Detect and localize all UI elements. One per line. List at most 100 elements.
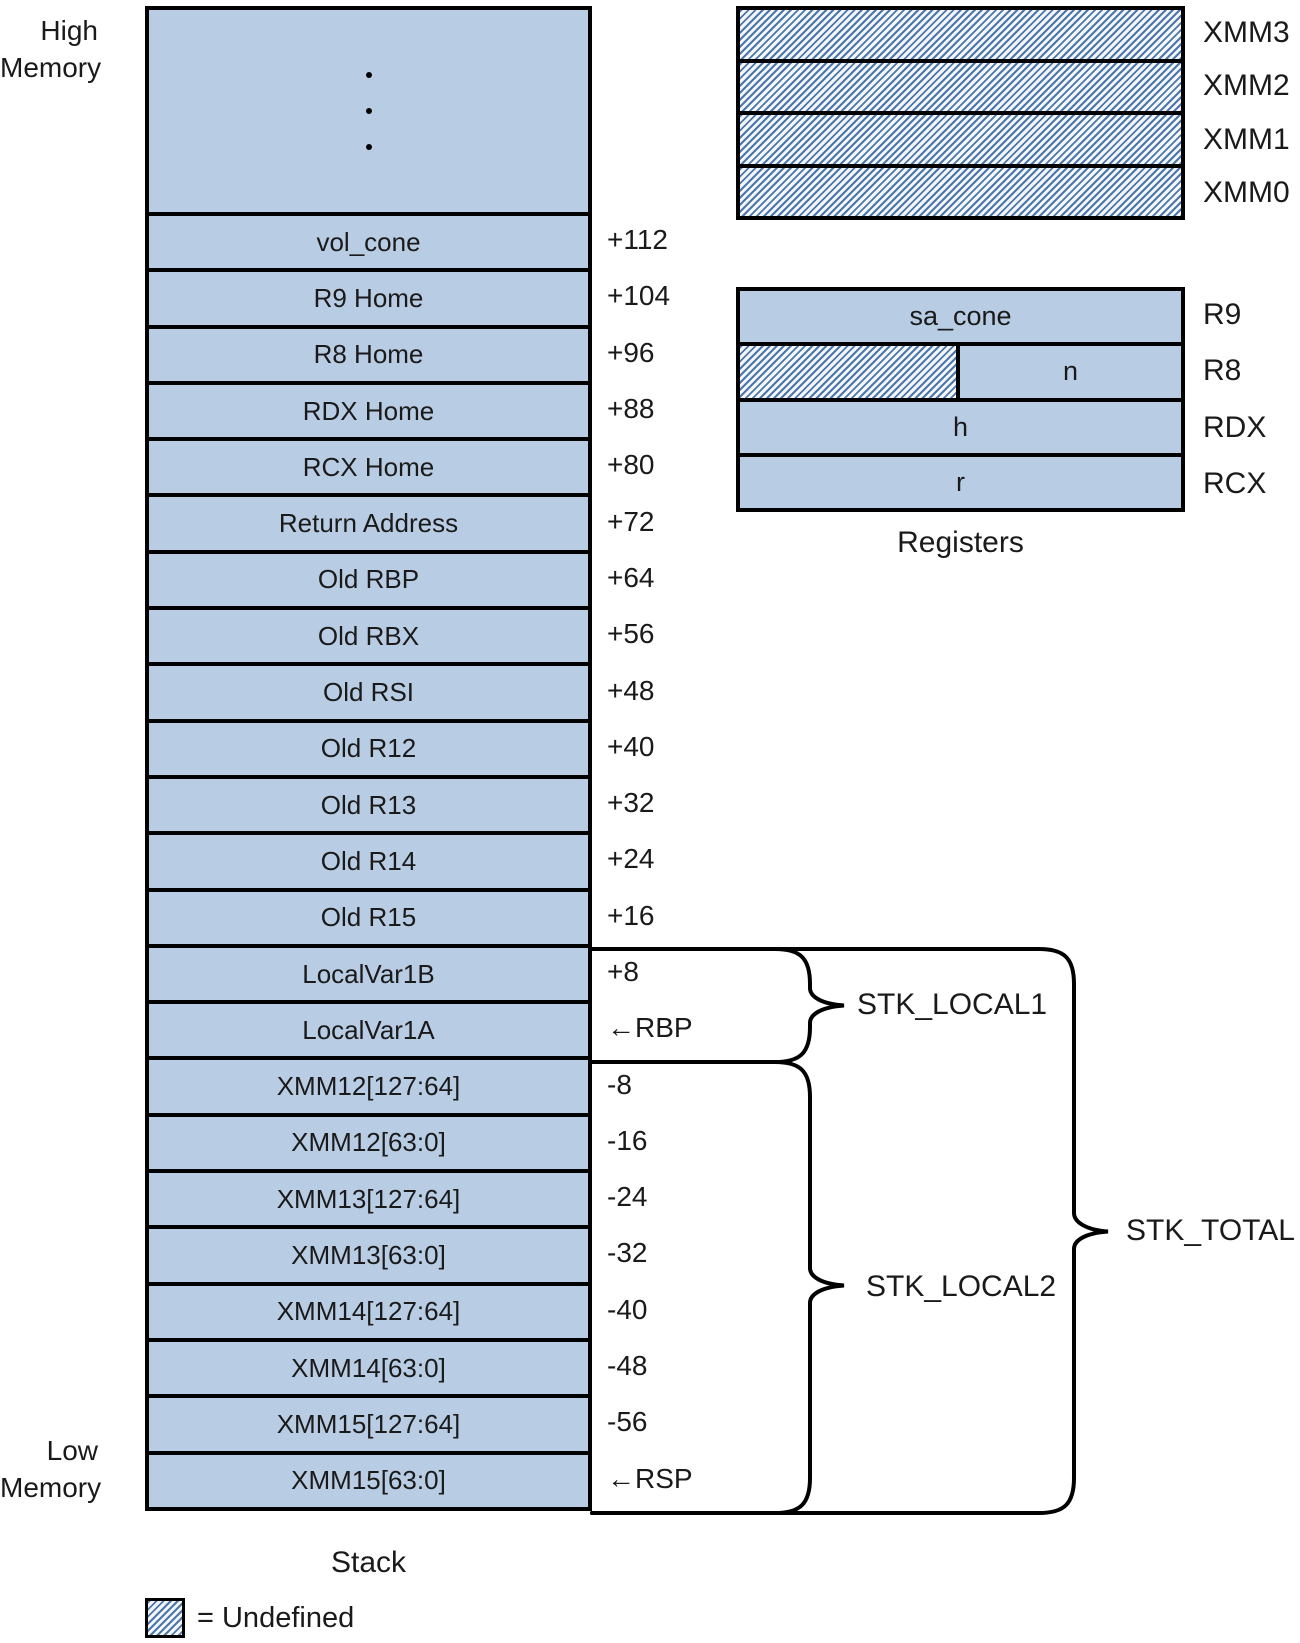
stack-offset-value: -8: [607, 1068, 632, 1100]
r8-value: n: [1062, 356, 1079, 387]
stack-cell-label: XMM15[63:0]: [291, 1465, 446, 1496]
stack-cell: LocalVar1B: [149, 943, 588, 1000]
rdx-cell: h: [740, 397, 1181, 453]
stack-offset: +64: [607, 550, 782, 606]
stack-cell-label: Old R14: [320, 845, 417, 876]
stack-rows: vol_cone R9 Home R8 Home RDX Home RCX Ho…: [149, 212, 588, 1507]
gp-register-names: R9 R8 RDX RCX: [1203, 287, 1298, 512]
stack-cell: Old R12: [149, 718, 588, 775]
stack-offset-value: +24: [607, 843, 655, 875]
stack-cell: XMM15[63:0]: [149, 1450, 588, 1507]
stack-offset: +104: [607, 268, 782, 324]
stack-cell: Old R15: [149, 887, 588, 944]
stack-offset-value: -16: [607, 1124, 648, 1156]
stack-ellipsis-cell: [149, 10, 588, 212]
gp-register-box: sa_cone n h r: [736, 287, 1185, 512]
stk-local2-label: STK_LOCAL2: [866, 1270, 1057, 1303]
stack-offset: +88: [607, 381, 782, 437]
stack-offset-value: +104: [607, 280, 671, 312]
stack-cell: XMM14[127:64]: [149, 1281, 588, 1338]
stack-cell: vol_cone: [149, 212, 588, 268]
r9-value: sa_cone: [909, 301, 1012, 332]
stack-offset-value: ←RSP: [607, 1462, 693, 1494]
xmm2-label: XMM2: [1203, 69, 1290, 103]
r9-cell: sa_cone: [740, 291, 1181, 342]
rcx-value: r: [956, 466, 965, 497]
stack-cell: LocalVar1A: [149, 1000, 588, 1056]
high-memory-line1: High: [40, 15, 98, 46]
stack-cell-label: Return Address: [278, 508, 459, 539]
stack-cell-label: XMM13[127:64]: [276, 1183, 461, 1214]
stack-offset: +80: [607, 437, 782, 493]
stack-cell-label: XMM15[127:64]: [276, 1408, 461, 1439]
stack-offset: +112: [607, 212, 782, 268]
stack-cell-label: Old RBX: [317, 620, 420, 651]
vertical-ellipsis-icon: [365, 72, 372, 78]
stack-offset-value: +48: [607, 674, 655, 706]
xmm3-cell-undefined: [740, 10, 1181, 59]
stack-offset-value: +80: [607, 449, 655, 481]
stack-cell-label: RDX Home: [302, 395, 435, 426]
legend-undefined-label: = Undefined: [197, 1601, 355, 1634]
stack-offset: +56: [607, 606, 782, 662]
xmm2-cell-undefined: [740, 58, 1181, 111]
stack-offset: -24: [607, 1169, 782, 1225]
stack-offset-value: ←RBP: [607, 1012, 693, 1044]
stack-offset-value: +96: [607, 336, 655, 368]
stack-cell: R8 Home: [149, 324, 588, 381]
stack-offset: +24: [607, 831, 782, 887]
low-memory-line1: Low: [46, 1435, 98, 1466]
r9-label: R9: [1203, 298, 1242, 332]
stack-offset-value: -56: [607, 1406, 648, 1438]
stack-cell: Old RBP: [149, 549, 588, 606]
stk-local1-label: STK_LOCAL1: [857, 988, 1048, 1021]
stack-cell-label: LocalVar1A: [302, 1014, 435, 1045]
stack-offset: +16: [607, 888, 782, 944]
stack-offset-value: +40: [607, 730, 655, 762]
stack-offset: +32: [607, 775, 782, 831]
stack-cell: Old R13: [149, 774, 588, 831]
stack-cell-label: XMM14[63:0]: [291, 1352, 446, 1383]
stack-offset: -48: [607, 1338, 782, 1394]
stack-cell-label: Old R13: [320, 789, 417, 820]
stack-cell: Old RSI: [149, 662, 588, 718]
registers-caption: Registers: [897, 526, 1024, 559]
stack-cell: R9 Home: [149, 268, 588, 324]
stack-cell: Return Address: [149, 493, 588, 549]
stack-offset-value: -32: [607, 1237, 648, 1269]
stack-offset: +72: [607, 493, 782, 549]
low-memory-label: Low Memory: [0, 1432, 101, 1506]
stack-cell-label: Old R15: [320, 902, 417, 933]
stack-cell-label: XMM12[63:0]: [291, 1127, 446, 1158]
xmm-register-box: [736, 6, 1185, 220]
r8-high-half-undefined: [740, 346, 960, 398]
xmm3-label: XMM3: [1203, 15, 1290, 49]
stack-offset-value: +72: [607, 505, 655, 537]
stack-offset: ←RSP: [607, 1451, 782, 1507]
stack-offset: +48: [607, 662, 782, 718]
stack-offset-value: -24: [607, 1181, 648, 1213]
stack-offset-value: +32: [607, 787, 655, 819]
vertical-ellipsis-icon: [365, 108, 372, 114]
stack-offset-value: +8: [607, 956, 639, 987]
stack-cell-label: LocalVar1B: [302, 958, 435, 989]
stack-caption: Stack: [330, 1546, 407, 1579]
stack-cell-label: Old R12: [320, 733, 417, 764]
r8-cell: n: [740, 342, 1181, 398]
stack-cell: XMM13[127:64]: [149, 1169, 588, 1225]
stack-column: vol_cone R9 Home R8 Home RDX Home RCX Ho…: [145, 6, 592, 1511]
stack-offset-value: +16: [607, 899, 655, 931]
high-memory-label: High Memory: [0, 12, 101, 86]
rdx-value: h: [952, 411, 969, 442]
stack-cell-label: Old RBP: [317, 564, 420, 595]
stack-cell-label: RCX Home: [302, 451, 435, 482]
rcx-cell: r: [740, 452, 1181, 508]
stack-offset: -56: [607, 1394, 782, 1450]
stack-cell: RDX Home: [149, 380, 588, 437]
xmm1-cell-undefined: [740, 111, 1181, 164]
xmm0-cell-undefined: [740, 163, 1181, 216]
r8-low-half: n: [960, 356, 1181, 387]
stack-cell: Old RBX: [149, 606, 588, 662]
stack-offset-value: +56: [607, 618, 655, 650]
